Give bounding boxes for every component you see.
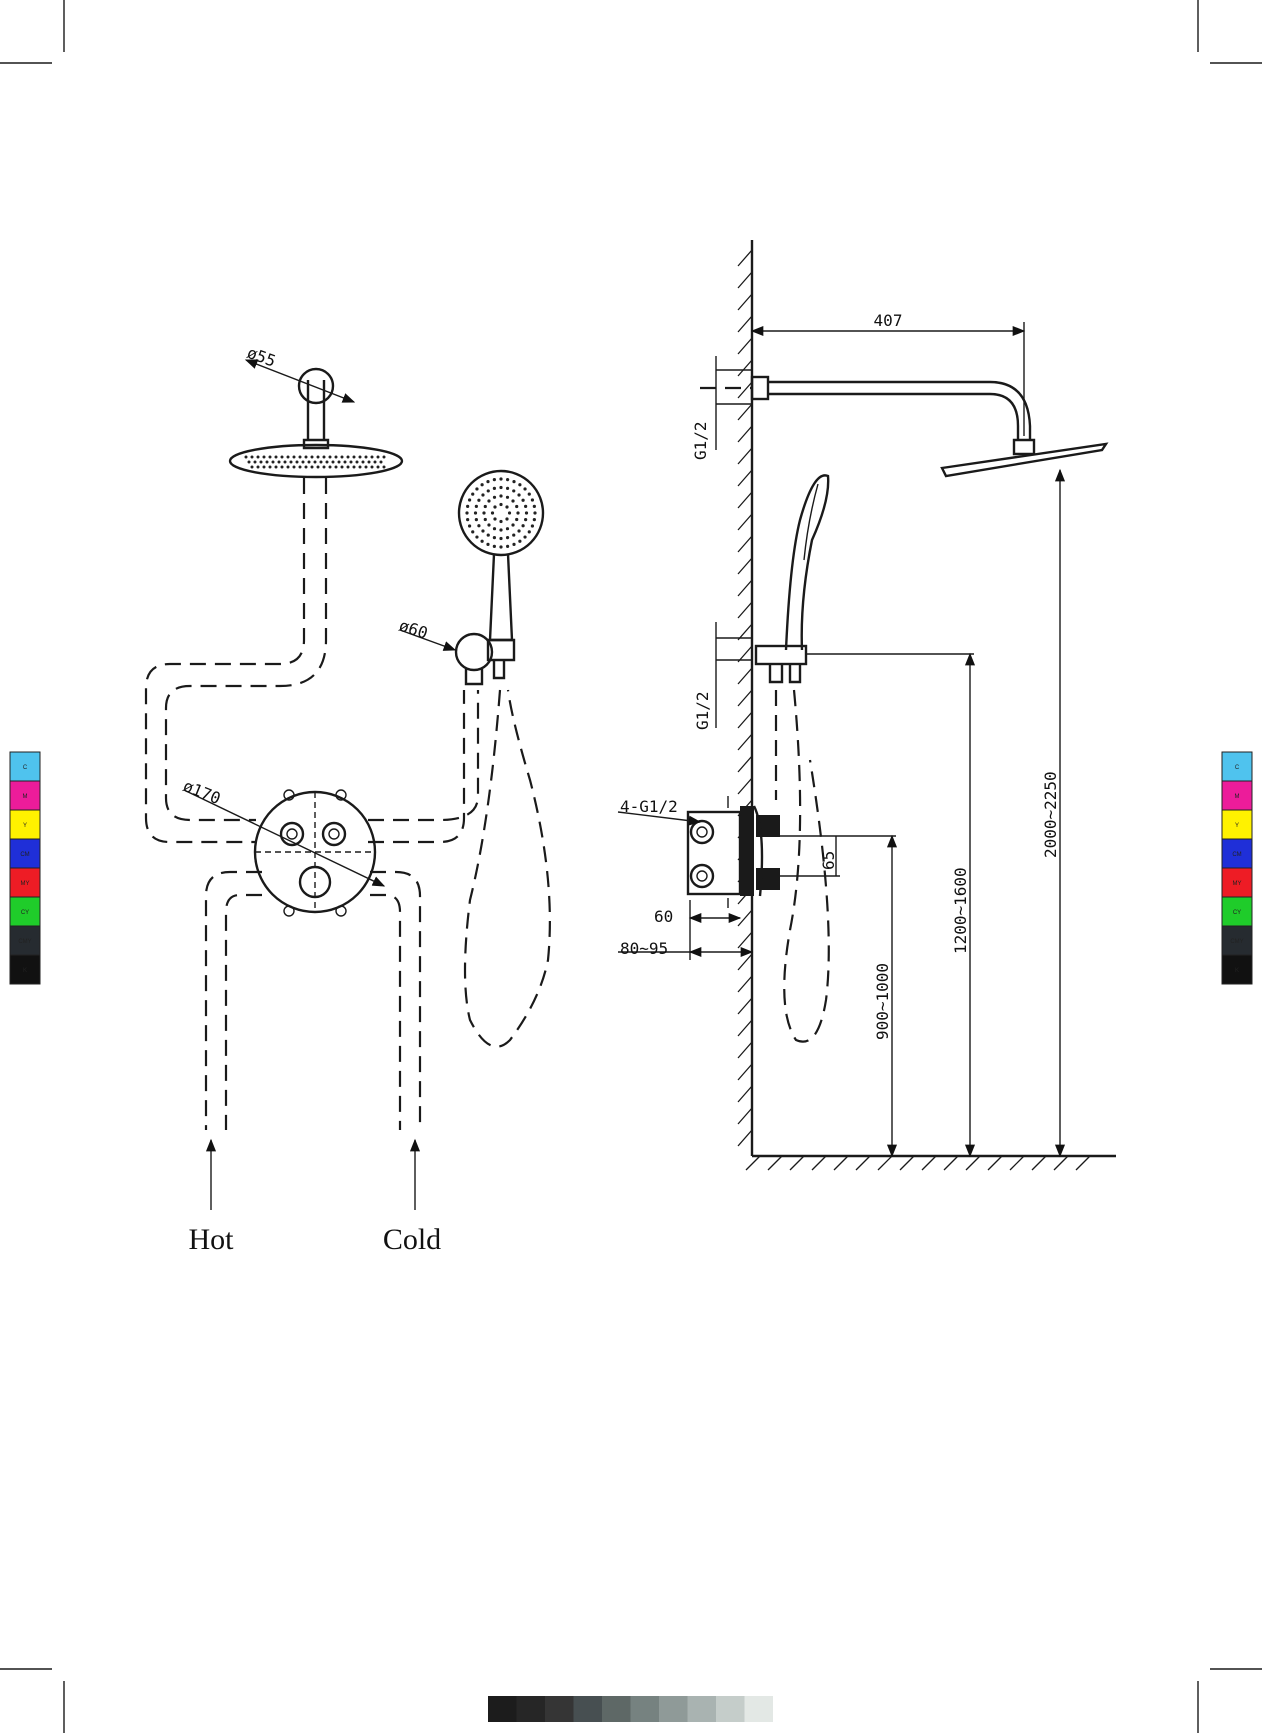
gray-step [573, 1696, 602, 1722]
concealed-pipework [144, 478, 551, 1130]
swatch-label: MY [21, 881, 30, 887]
swatch-label: CM [20, 852, 29, 858]
front-view: ø55 ø60 ø170 Hot Cold [144, 343, 551, 1256]
gray-step [659, 1696, 688, 1722]
swatch-cy [9, 896, 41, 927]
gray-step [602, 1696, 631, 1722]
gray-step [744, 1696, 773, 1722]
side-view: 407 G1/2 G1/2 [617, 240, 1116, 1171]
swatch-y [9, 809, 41, 840]
swatch-label: CY [1233, 910, 1241, 916]
dim-bracket-height: 1200~1600 [951, 867, 970, 954]
swatch-label: K [1235, 968, 1239, 974]
label-hot: Hot [189, 1223, 235, 1256]
shower-arm-front [244, 359, 356, 450]
gray-scale-bar [488, 1696, 773, 1722]
swatch-label: C [1235, 765, 1240, 771]
swatch-label: K [23, 968, 27, 974]
wall-bracket-front [399, 629, 506, 686]
dim-bracket-thread: G1/2 [693, 691, 712, 730]
dim-arm-length: 407 [874, 311, 903, 330]
gray-step [687, 1696, 716, 1722]
hand-shower-front [457, 469, 545, 662]
swatch-cm [9, 838, 41, 869]
swatch-label: C [23, 765, 28, 771]
swatch-label: M [1235, 794, 1240, 800]
gray-step [630, 1696, 659, 1722]
swatch-c [9, 751, 41, 782]
gray-step [488, 1696, 517, 1722]
dim-valve-inlets: 4-G1/2 [620, 797, 678, 816]
rain-shower-head-front [228, 443, 404, 479]
gray-step [516, 1696, 545, 1722]
mixer-valve-side [617, 796, 840, 960]
swatch-label: CY [21, 910, 29, 916]
mixer-valve-front [183, 789, 386, 917]
swatch-label: Y [23, 823, 27, 829]
shower-arm-side [700, 322, 1109, 478]
swatch-label: Y [1235, 823, 1239, 829]
dim-arm-thread: G1/2 [691, 421, 710, 460]
hand-shower-side [715, 474, 830, 1043]
dim-arm-diameter: ø55 [245, 343, 279, 371]
dim-wall-depth: 80~95 [620, 939, 668, 958]
swatch-label: CMY [1230, 939, 1243, 945]
dim-bracket-diameter: ø60 [397, 616, 430, 643]
swatch-k [1221, 954, 1253, 985]
floor-hatching [745, 1155, 1091, 1171]
dim-outlet-spacing: 65 [819, 851, 838, 870]
dim-head-height: 2000~2250 [1041, 771, 1060, 858]
gray-step [545, 1696, 574, 1722]
dim-valve-depth: 60 [654, 907, 673, 926]
wall-hatching [737, 249, 753, 1147]
swatch-label: M [23, 794, 28, 800]
swatch-k [9, 954, 41, 985]
dim-valve-height: 900~1000 [873, 963, 892, 1040]
dim-valve-diameter: ø170 [181, 776, 224, 808]
swatch-label: CMY [18, 939, 31, 945]
swatch-cy [1221, 896, 1253, 927]
swatch-cmy [1221, 925, 1253, 956]
label-cold: Cold [383, 1223, 441, 1256]
swatch-m [1221, 780, 1253, 811]
swatch-label: MY [1233, 881, 1242, 887]
gray-step [716, 1696, 745, 1722]
swatch-label: CM [1232, 852, 1241, 858]
swatch-cmy [9, 925, 41, 956]
